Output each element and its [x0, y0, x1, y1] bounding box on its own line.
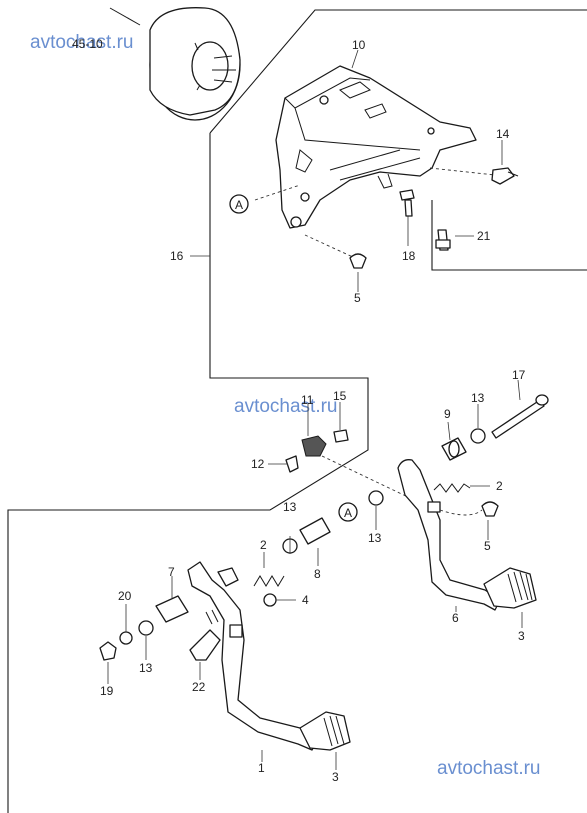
callout-20: 20 [118, 589, 132, 603]
brake-pedal [187, 561, 351, 751]
bushing-13-mid [368, 490, 384, 506]
ref-marker-a-lower: A [338, 502, 358, 522]
callout-1: 1 [258, 761, 265, 775]
svg-text:A: A [235, 198, 243, 212]
switch-14 [491, 167, 519, 185]
bolt-18 [399, 189, 415, 217]
callout-13-left-upper: 13 [283, 500, 297, 514]
callout-17: 17 [512, 368, 526, 382]
pin-17 [491, 394, 549, 439]
booster-label: 45-10 [72, 37, 103, 51]
brake-booster: 45-10 [72, 7, 241, 121]
clip-5-top [349, 253, 367, 269]
clip-5-right [481, 501, 499, 517]
svg-text:A: A [344, 506, 352, 520]
callout-19: 19 [100, 684, 114, 698]
callout-3-left: 3 [332, 770, 339, 784]
callout-16: 16 [170, 249, 184, 263]
ref-marker-a-top: A [229, 194, 249, 214]
callout-15: 15 [333, 389, 347, 403]
callout-8: 8 [314, 567, 321, 581]
bracket-22 [189, 609, 221, 661]
callout-11: 11 [301, 393, 314, 407]
callout-5-top: 5 [354, 291, 361, 305]
callout-13-left-lower: 13 [139, 661, 153, 675]
bushing-9 [441, 437, 467, 461]
bushing-13-left-lower [138, 620, 154, 636]
callout-6: 6 [452, 611, 459, 625]
bushing-8 [299, 517, 331, 545]
washer-20 [119, 631, 133, 645]
callout-18: 18 [402, 249, 416, 263]
bushing-7 [155, 595, 189, 623]
callout-14: 14 [496, 127, 510, 141]
callout-2-left: 2 [260, 538, 267, 552]
spring-2-left [253, 575, 285, 587]
callout-21: 21 [477, 229, 491, 243]
clip-4 [263, 593, 277, 607]
watermark-top: avtochast.ru [30, 32, 134, 53]
callout-13-upper-right: 13 [471, 391, 485, 405]
callout-2-right: 2 [496, 479, 503, 493]
nut-19 [99, 641, 117, 661]
spring-2-right [433, 483, 471, 493]
pedal-bracket [275, 65, 477, 229]
callout-7: 7 [168, 565, 175, 579]
watermark-middle: avtochast.ru [234, 396, 338, 417]
callout-10: 10 [352, 38, 366, 52]
bushing-13-upper-right [470, 428, 486, 444]
callout-3-right: 3 [518, 629, 525, 643]
watermark-bottom: avtochast.ru [437, 758, 541, 779]
switch-assembly [268, 402, 411, 499]
clutch-pedal [397, 459, 537, 611]
callout-13-mid: 13 [368, 531, 382, 545]
assembly-frame-outline [7, 9, 587, 813]
bracket-subframe-outline [431, 200, 587, 271]
callout-12: 12 [251, 457, 265, 471]
callout-22: 22 [192, 680, 206, 694]
bolt-21 [435, 229, 451, 251]
callout-9: 9 [444, 407, 451, 421]
callout-4: 4 [302, 593, 309, 607]
callout-5-right: 5 [484, 539, 491, 553]
